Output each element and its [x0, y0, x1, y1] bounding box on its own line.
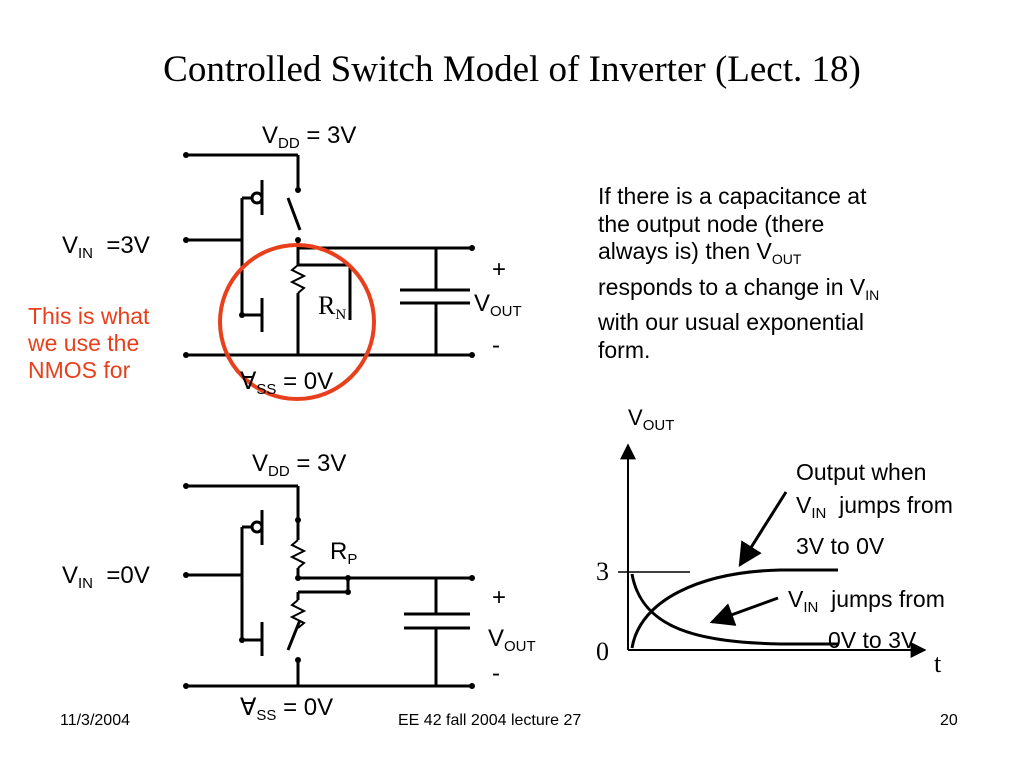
top-minus-label: -	[492, 332, 500, 359]
slide-title: Controlled Switch Model of Inverter (Lec…	[163, 49, 861, 90]
fall-annotation: VIN jumps from 0V to 3V	[788, 586, 945, 653]
footer-course: EE 42 fall 2004 lecture 27	[398, 712, 582, 729]
bottom-vin-label: VIN =0V	[62, 562, 150, 592]
bottom-vss-label: ∀SS = 0V	[240, 694, 334, 724]
bottom-circuit-dots	[183, 483, 475, 689]
top-vin-label: VIN =3V	[62, 232, 150, 262]
bottom-vout-label: VOUT	[488, 625, 536, 655]
response-graph	[618, 443, 927, 658]
top-vss-label: ∀SS = 0V	[240, 368, 334, 398]
graph-xlabel: t	[934, 649, 942, 678]
graph-tick-3: 3	[596, 557, 609, 586]
bottom-minus-label: -	[492, 660, 500, 687]
top-plus-label: +	[492, 256, 507, 283]
capacitance-explanation: If there is a capacitance at the output …	[598, 183, 880, 363]
rise-annotation: Output when VIN jumps from 3V to 0V	[796, 459, 953, 559]
bottom-vdd-label: VDD = 3V	[252, 450, 347, 480]
top-vout-label: VOUT	[474, 290, 522, 320]
rn-label: RN	[318, 291, 347, 324]
bottom-plus-label: +	[492, 584, 507, 611]
footer-page-number: 20	[940, 712, 958, 729]
footer-date: 11/3/2004	[60, 712, 130, 729]
graph-ylabel: VOUT	[628, 405, 675, 434]
nmos-note: This is what we use the NMOS for	[28, 303, 150, 383]
top-inverter-circuit	[186, 153, 472, 357]
graph-tick-0: 0	[596, 637, 609, 666]
top-circuit-dots	[183, 152, 475, 358]
top-vdd-label: VDD = 3V	[262, 122, 357, 152]
nmos-highlight-circle	[218, 243, 376, 401]
bottom-inverter-circuit	[186, 484, 472, 688]
rp-label: RP	[330, 538, 358, 568]
